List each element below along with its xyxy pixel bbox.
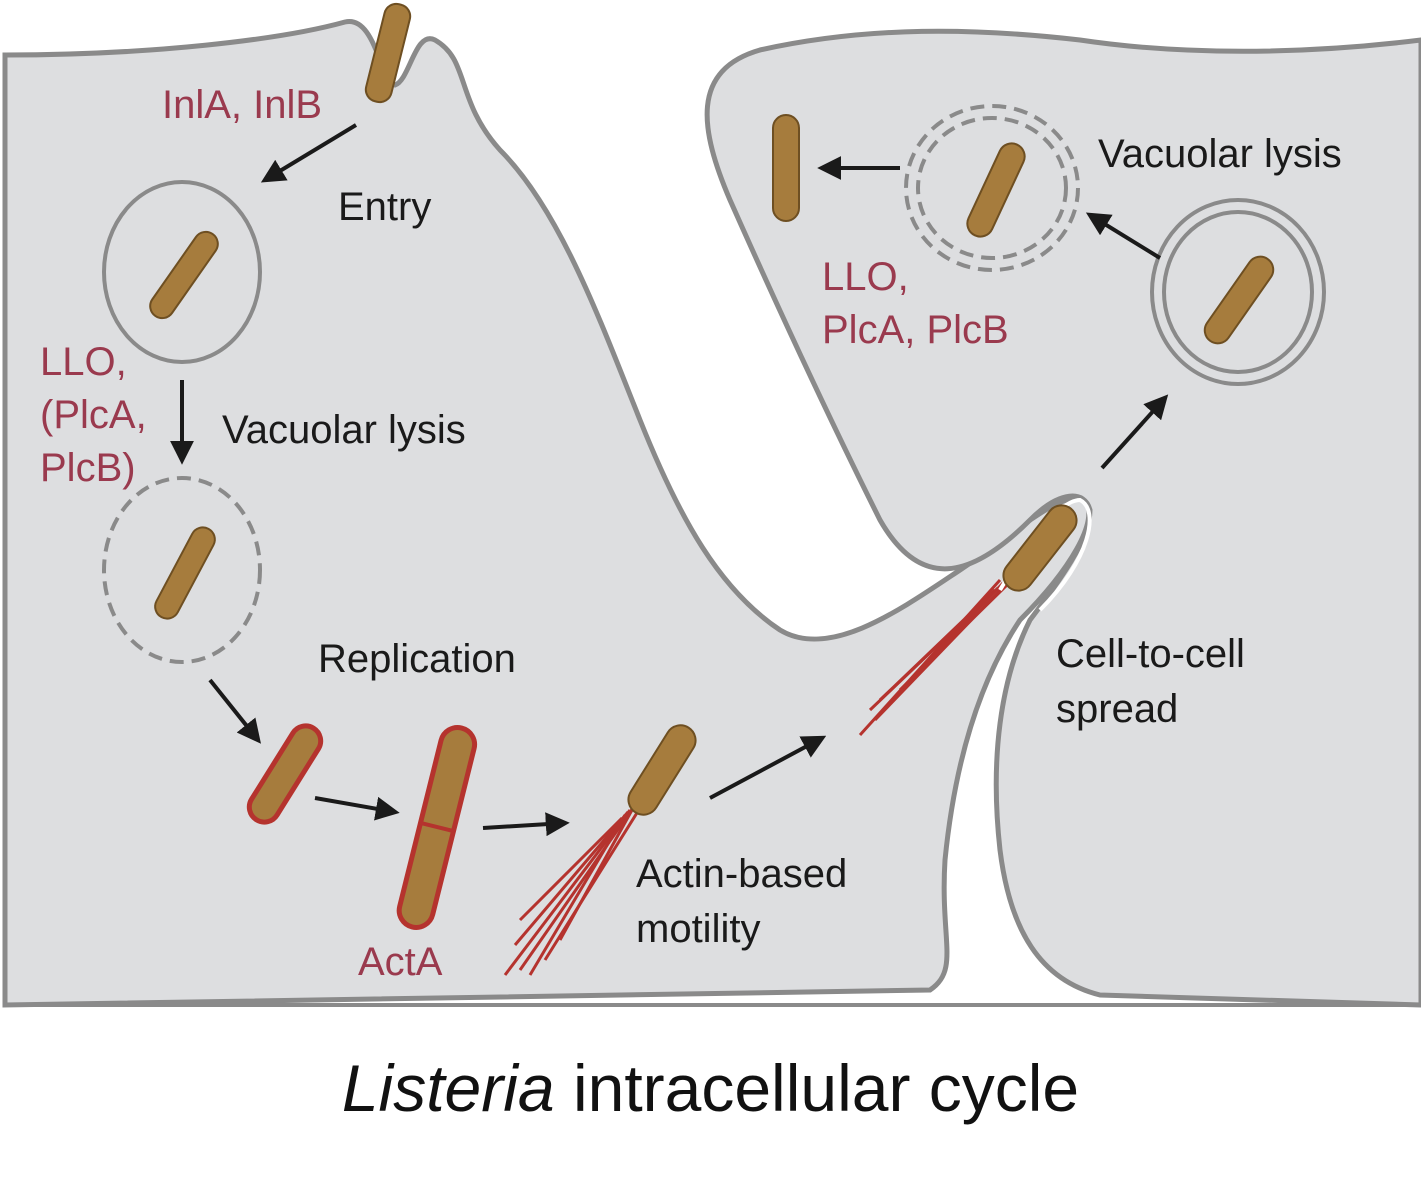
listeria-cycle-diagram: InlA, InlB Entry LLO, (PlcA, PlcB) Vacuo… [2,2,1421,1008]
label-acta: ActA [358,940,443,984]
label-spread: spread [1056,687,1178,731]
cycle-arrows [170,123,1169,837]
actin-comet-tail-1 [503,804,642,976]
motile-bacterium-1 [627,724,697,816]
protrusion-bacterium [1002,504,1078,592]
lysing-vacuole-1 [102,476,262,664]
label-vacuolar-lysis-1: Vacuolar lysis [222,408,466,452]
vacuole-bacterium-2 [154,526,216,620]
entry-vacuole [102,180,262,364]
title-rest: intracellular cycle [554,1051,1080,1125]
label-plcb-1: PlcB) [40,446,136,490]
lysing-vacuole-2-outer [904,104,1080,272]
arrow-divide [314,796,400,821]
lysing-vacuole-bacterium [966,142,1026,238]
arrow-actin [482,812,570,837]
label-motility: motility [636,907,760,951]
released-bacterium [772,114,800,222]
actin-comet-tail-2 [858,578,1012,737]
secondary-vacuole-bacterium [1203,255,1275,345]
label-entry: Entry [338,185,431,229]
label-replication: Replication [318,637,516,681]
vacuole-bacterium-1 [149,230,219,320]
arrow-motility [709,735,827,800]
arrow-vacuole-lysis [1085,212,1162,260]
label-plca-plcb-2: PlcA, PlcB [822,308,1009,352]
arrow-replication [208,678,261,744]
arrow-spread [1100,394,1169,470]
label-actin-based: Actin-based [636,852,847,896]
division-septum [418,820,456,834]
label-llo-1: LLO, [40,340,127,384]
figure-title: Listeria intracellular cycle [0,1050,1421,1126]
title-genus: Listeria [341,1051,555,1125]
double-membrane-vacuole-outer [1150,198,1326,386]
entering-bacterium [364,2,412,104]
label-inla-inlb: InlA, InlB [162,83,322,127]
label-llo-2: LLO, [822,255,909,299]
replicating-bacterium [246,723,324,825]
double-membrane-vacuole-inner [1162,210,1314,374]
label-vacuolar-lysis-2: Vacuolar lysis [1098,132,1342,176]
label-plca-1: (PlcA, [40,393,147,437]
label-cell-to-cell: Cell-to-cell [1056,632,1245,676]
lysing-vacuole-2-inner [916,116,1068,260]
arrow-entry [260,123,358,183]
